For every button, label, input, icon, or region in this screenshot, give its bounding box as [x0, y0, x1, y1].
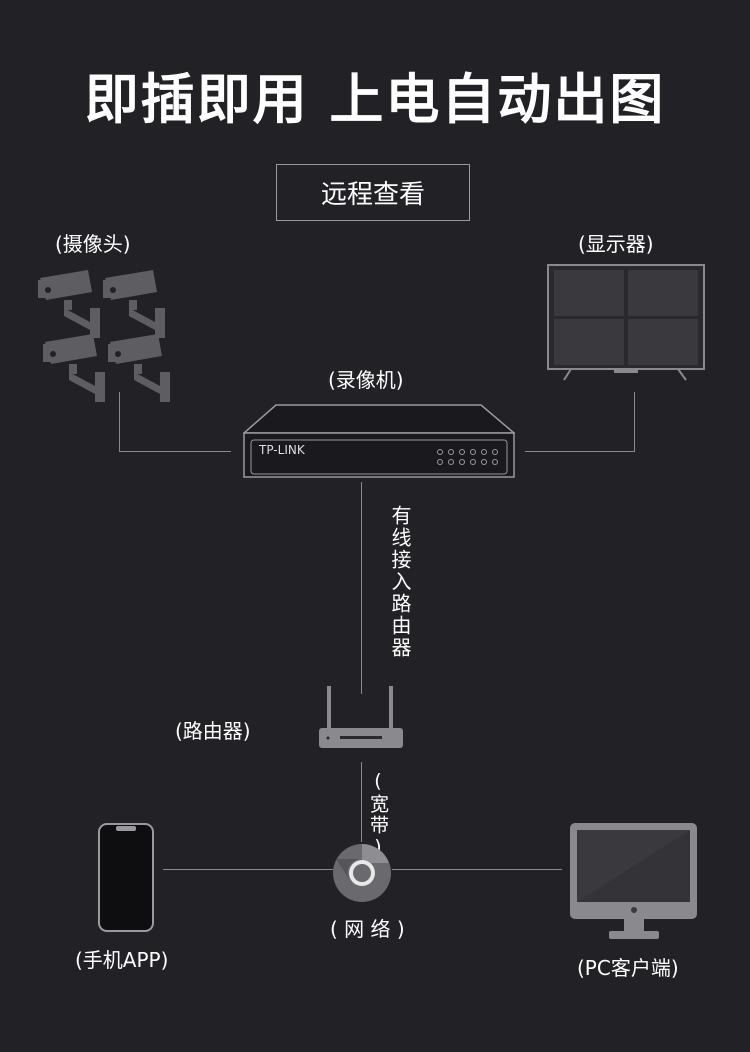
- remote-view-button[interactable]: 远程查看: [276, 164, 470, 221]
- nvr-label: (录像机): [328, 368, 404, 392]
- nvr-brand: TP-LINK: [259, 443, 305, 457]
- display-icon: [547, 264, 705, 381]
- display-line: [634, 392, 635, 452]
- phone-label: (手机APP): [75, 948, 169, 972]
- display-label: (显示器): [578, 232, 654, 256]
- wired-label: 有线接入路由器: [388, 505, 412, 659]
- phone-line: [163, 869, 333, 870]
- pc-icon: [570, 823, 697, 939]
- camera-label: (摄像头): [55, 232, 131, 256]
- router-label: (路由器): [175, 719, 251, 743]
- router-icon: [319, 686, 403, 748]
- camera-group-icon: [38, 270, 170, 402]
- nvr-icon: [243, 404, 515, 478]
- page-title: 即插即用 上电自动出图: [84, 68, 666, 131]
- camera-line: [119, 392, 120, 452]
- pc-line: [392, 869, 562, 870]
- pc-label: (PC客户端): [577, 956, 679, 980]
- broadband-label: (宽带): [367, 770, 389, 860]
- network-icon: [333, 844, 391, 902]
- broadband-line: [361, 762, 362, 842]
- camera-line: [119, 451, 231, 452]
- network-label: ( 网 络 ): [330, 917, 405, 941]
- nvr-router-line: [361, 482, 362, 694]
- phone-icon: [98, 823, 154, 932]
- nvr-device: TP-LINK: [243, 404, 515, 478]
- display-line: [525, 451, 635, 452]
